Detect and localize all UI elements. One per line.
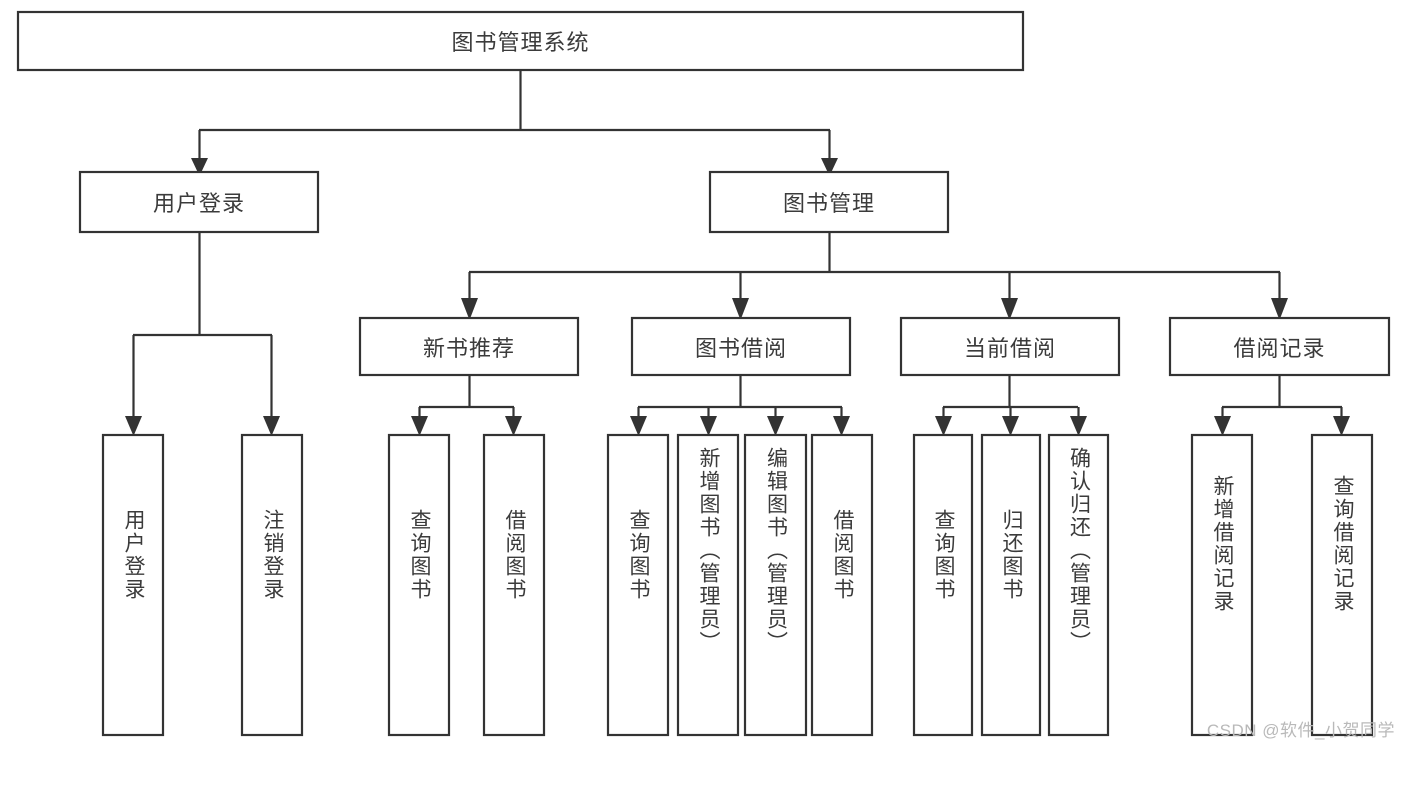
node-book-borrow[interactable]: [630, 316, 852, 377]
arrowhead-leaf-add-book: [700, 416, 717, 436]
arrowhead-borrow-record: [1271, 298, 1288, 320]
arrowhead-leaf-return-book: [1002, 416, 1019, 436]
node-leaf-query-borrow-record[interactable]: [1310, 433, 1374, 737]
arrowhead-leaf-logout-login: [263, 416, 280, 436]
node-leaf-user-login[interactable]: [101, 433, 165, 737]
node-leaf-confirm-return[interactable]: [1047, 433, 1110, 737]
node-leaf-borrow-book-2[interactable]: [810, 433, 874, 737]
node-root[interactable]: [16, 10, 1025, 72]
arrowhead-book-borrow: [732, 298, 749, 320]
node-leaf-add-borrow-record[interactable]: [1190, 433, 1254, 737]
arrowhead-leaf-confirm-return: [1070, 416, 1087, 436]
node-new-book-recommend[interactable]: [358, 316, 580, 377]
arrowhead-user-login: [191, 158, 208, 176]
node-borrow-record[interactable]: [1168, 316, 1391, 377]
arrowhead-leaf-add-borrow-record: [1214, 416, 1231, 436]
node-current-borrow[interactable]: [899, 316, 1121, 377]
node-leaf-borrow-book-1[interactable]: [482, 433, 546, 737]
arrowhead-leaf-borrow-book-1: [505, 416, 522, 436]
hierarchy-diagram: 图书管理系统 用户登录 图书管理 新书推荐 图书借阅 当前借阅 借阅记录 用户登…: [16, 10, 1394, 740]
arrowhead-leaf-query-book-1: [411, 416, 428, 436]
arrowhead-leaf-user-login: [125, 416, 142, 436]
arrowhead-leaf-query-borrow-record: [1333, 416, 1350, 436]
arrowhead-leaf-query-book-3: [935, 416, 952, 436]
node-leaf-logout-login[interactable]: [240, 433, 304, 737]
arrowhead-leaf-query-book-2: [630, 416, 647, 436]
arrowhead-leaf-edit-book: [767, 416, 784, 436]
node-user-login[interactable]: [78, 170, 320, 234]
node-leaf-query-book-2[interactable]: [606, 433, 670, 737]
node-leaf-query-book-3[interactable]: [912, 433, 974, 737]
arrowhead-new-book-recommend: [461, 298, 478, 320]
node-book-manage[interactable]: [708, 170, 950, 234]
arrowhead-book-manage: [821, 158, 838, 176]
diagram-canvas: [16, 10, 1391, 737]
node-leaf-edit-book[interactable]: [743, 433, 808, 737]
node-leaf-add-book[interactable]: [676, 433, 740, 737]
node-leaf-query-book-1[interactable]: [387, 433, 451, 737]
arrowhead-leaf-borrow-book-2: [833, 416, 850, 436]
arrowhead-current-borrow: [1001, 298, 1018, 320]
node-leaf-return-book[interactable]: [980, 433, 1042, 737]
